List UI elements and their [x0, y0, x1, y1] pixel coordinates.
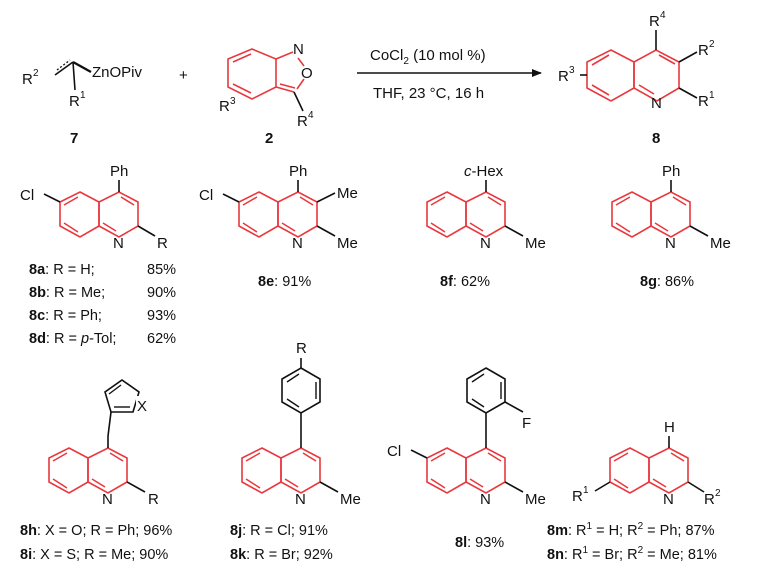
nitrogen-label: N [651, 95, 662, 112]
caption-8b: 8b: R = Me; [29, 285, 105, 301]
r2-superscript: 2 [715, 488, 721, 499]
product-8a-8d: Ph Cl N R [20, 163, 168, 252]
methyl-label: Me [525, 491, 546, 508]
caption-8i: 8i: X = S; R = Me; 90% [20, 547, 168, 563]
nitrogen-label: N [480, 491, 491, 508]
caption-8d: 8d: R = p-Tol; [29, 331, 116, 347]
methyl-label: Me [525, 235, 546, 252]
phenyl-label: Ph [662, 163, 680, 180]
r4-superscript: 4 [308, 110, 314, 121]
r4-superscript: 4 [660, 10, 666, 21]
methyl-label: Me [337, 185, 358, 202]
product-8e: Ph Cl Me Me N [199, 163, 358, 252]
r3-label: R [558, 68, 569, 85]
nitrogen-label: N [292, 235, 303, 252]
r1-superscript: 1 [709, 90, 715, 101]
reagent-2: N O R 3 R 4 2 [219, 41, 314, 147]
r1-label: R [69, 93, 80, 110]
nitrogen-label: N [293, 41, 304, 58]
caption-8h: 8h: X = O; R = Ph; 96% [20, 523, 172, 539]
compound-number-7: 7 [70, 130, 78, 147]
r1-label: R [698, 93, 709, 110]
r2-label: R [698, 42, 709, 59]
r4-label: R [649, 13, 660, 30]
zinc-group-label: ZnOPiv [92, 64, 143, 81]
product-8f: c-Hex Me N [426, 163, 546, 252]
caption-8f: 8f: 62% [440, 274, 490, 290]
nitrogen-label: N [480, 235, 491, 252]
product-8: R 4 R 2 R 1 R 3 N 8 [558, 10, 715, 147]
r-label: R [157, 235, 168, 252]
r2-label: R [704, 491, 715, 508]
compound-number-2: 2 [265, 130, 273, 147]
r3-label: R [219, 98, 230, 115]
solvent-temperature-label: THF, 23 °C, 16 h [373, 85, 484, 102]
fluoro-label: F [522, 415, 531, 432]
r3-superscript: 3 [569, 65, 575, 76]
hydrogen-label: H [664, 419, 675, 436]
phenyl-label: Ph [289, 163, 307, 180]
product-8l: F Cl N Me [387, 367, 546, 508]
heteroatom-x-label: X [137, 398, 147, 415]
r3-superscript: 3 [230, 96, 236, 107]
r-label: R [296, 340, 307, 357]
chloro-label: Cl [20, 187, 34, 204]
nitrogen-label: N [113, 235, 124, 252]
chloro-label: Cl [199, 187, 213, 204]
yield-8a: 85% [147, 262, 176, 278]
caption-8n: 8n: R1 = Br; R2 = Me; 81% [547, 545, 717, 563]
r1-label: R [572, 488, 583, 505]
methyl-label: Me [710, 235, 731, 252]
phenyl-label: Ph [110, 163, 128, 180]
nitrogen-label: N [663, 491, 674, 508]
yield-8b: 90% [147, 285, 176, 301]
caption-8l: 8l: 93% [455, 535, 504, 551]
nitrogen-label: N [295, 491, 306, 508]
cyclohexyl-label: c-Hex [464, 163, 504, 180]
r1-superscript: 1 [583, 485, 589, 496]
product-8j-8k: R N Me [241, 340, 361, 508]
r1-superscript: 1 [80, 90, 86, 101]
compound-number-8: 8 [652, 130, 660, 147]
caption-8m: 8m: R1 = H; R2 = Ph; 87% [547, 521, 715, 539]
r-label: R [148, 491, 159, 508]
product-8g: Ph Me N [611, 163, 731, 252]
caption-8g: 8g: 86% [640, 274, 694, 290]
caption-8c: 8c: R = Ph; [29, 308, 102, 324]
yield-8c: 93% [147, 308, 176, 324]
catalyst-label: CoCl2 (10 mol %) [370, 47, 486, 67]
caption-8j: 8j: R = Cl; 91% [230, 523, 328, 539]
caption-8k: 8k: R = Br; 92% [230, 547, 333, 563]
caption-8a: 8a: R = H; [29, 262, 95, 278]
yield-8d: 62% [147, 331, 176, 347]
methyl-label: Me [340, 491, 361, 508]
r2-superscript: 2 [709, 39, 715, 50]
oxygen-label: O [301, 65, 313, 82]
r2-label: R [22, 71, 33, 88]
caption-8e: 8e: 91% [258, 274, 311, 290]
chloro-label: Cl [387, 443, 401, 460]
product-8m-8n: H N R 1 R 2 [572, 419, 721, 508]
reagent-7: ZnOPiv R 2 R 1 7 [22, 59, 143, 147]
r4-label: R [297, 113, 308, 130]
product-8h-8i: X N R [48, 379, 159, 508]
nitrogen-label: N [102, 491, 113, 508]
r2-superscript: 2 [33, 68, 39, 79]
plus-sign: + [179, 67, 188, 84]
methyl-label: Me [337, 235, 358, 252]
nitrogen-label: N [665, 235, 676, 252]
